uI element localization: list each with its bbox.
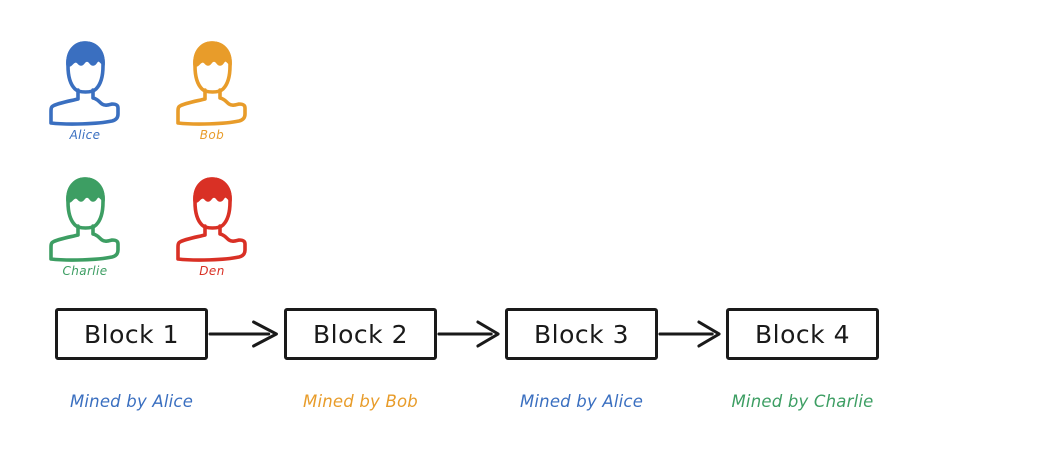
person-avatar-icon xyxy=(176,41,247,126)
person-avatar-icon xyxy=(176,177,247,262)
person-avatar-icon xyxy=(49,177,120,262)
participant-avatar-alice: Alice xyxy=(46,36,132,148)
block-label: Block 4 xyxy=(755,319,850,349)
arrow-right-icon xyxy=(437,320,500,348)
participant-label: Den xyxy=(199,264,225,278)
participant-avatar-den: Den xyxy=(173,172,259,284)
block-node[interactable]: Block 2 xyxy=(284,308,437,360)
block-label: Block 1 xyxy=(84,319,179,349)
participant-label: Bob xyxy=(199,128,225,142)
arrow-right-icon xyxy=(208,320,278,348)
participant-label: Alice xyxy=(69,128,101,142)
participant-avatar-charlie: Charlie xyxy=(46,172,132,284)
chain-arrow xyxy=(437,317,505,351)
chain-arrow xyxy=(208,317,284,351)
block-caption: Mined by Bob xyxy=(303,392,418,411)
arrow-right-icon xyxy=(658,320,721,348)
block-label: Block 3 xyxy=(534,319,629,349)
block-caption: Mined by Charlie xyxy=(731,392,874,411)
block-node[interactable]: Block 1 xyxy=(55,308,208,360)
chain-arrow xyxy=(658,317,726,351)
person-avatar-icon xyxy=(49,41,120,126)
participant-avatar-bob: Bob xyxy=(173,36,259,148)
block-caption: Mined by Alice xyxy=(69,392,194,411)
block-node[interactable]: Block 3 xyxy=(505,308,658,360)
block-node[interactable]: Block 4 xyxy=(726,308,879,360)
block-label: Block 2 xyxy=(313,319,408,349)
participant-label: Charlie xyxy=(62,264,108,278)
block-caption: Mined by Alice xyxy=(519,392,644,411)
